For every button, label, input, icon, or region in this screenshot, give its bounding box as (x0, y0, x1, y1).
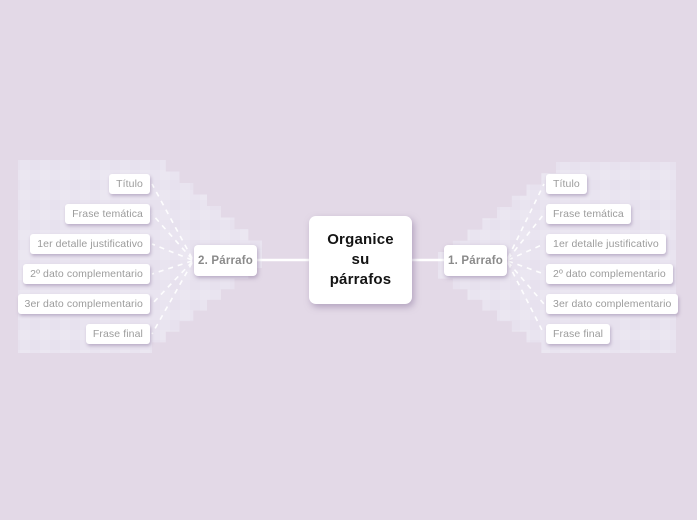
topic-node-frase-tematica-right[interactable]: Frase temática (546, 204, 631, 224)
topic-node-frase-tematica-left[interactable]: Frase temática (65, 204, 150, 224)
root-topic-node[interactable]: Organice su párrafos (309, 216, 412, 304)
topic-node-titulo-left[interactable]: Título (109, 174, 150, 194)
branch-node-parrafo-1[interactable]: 1. Párrafo (444, 245, 507, 276)
topic-node-1er-detalle-left[interactable]: 1er detalle justificativo (30, 234, 150, 254)
topic-node-1er-detalle-right[interactable]: 1er detalle justificativo (546, 234, 666, 254)
branch-node-parrafo-2[interactable]: 2. Párrafo (194, 245, 257, 276)
topic-node-frase-final-left[interactable]: Frase final (85, 324, 150, 344)
topic-node-titulo-right[interactable]: Título (546, 174, 587, 194)
topic-node-3er-dato-left[interactable]: 3er dato complementario (17, 294, 150, 314)
topic-node-2o-dato-right[interactable]: 2º dato complementario (546, 264, 673, 284)
topic-node-frase-final-right[interactable]: Frase final (546, 324, 611, 344)
topic-node-3er-dato-right[interactable]: 3er dato complementario (546, 294, 679, 314)
topic-node-2o-dato-left[interactable]: 2º dato complementario (23, 264, 150, 284)
